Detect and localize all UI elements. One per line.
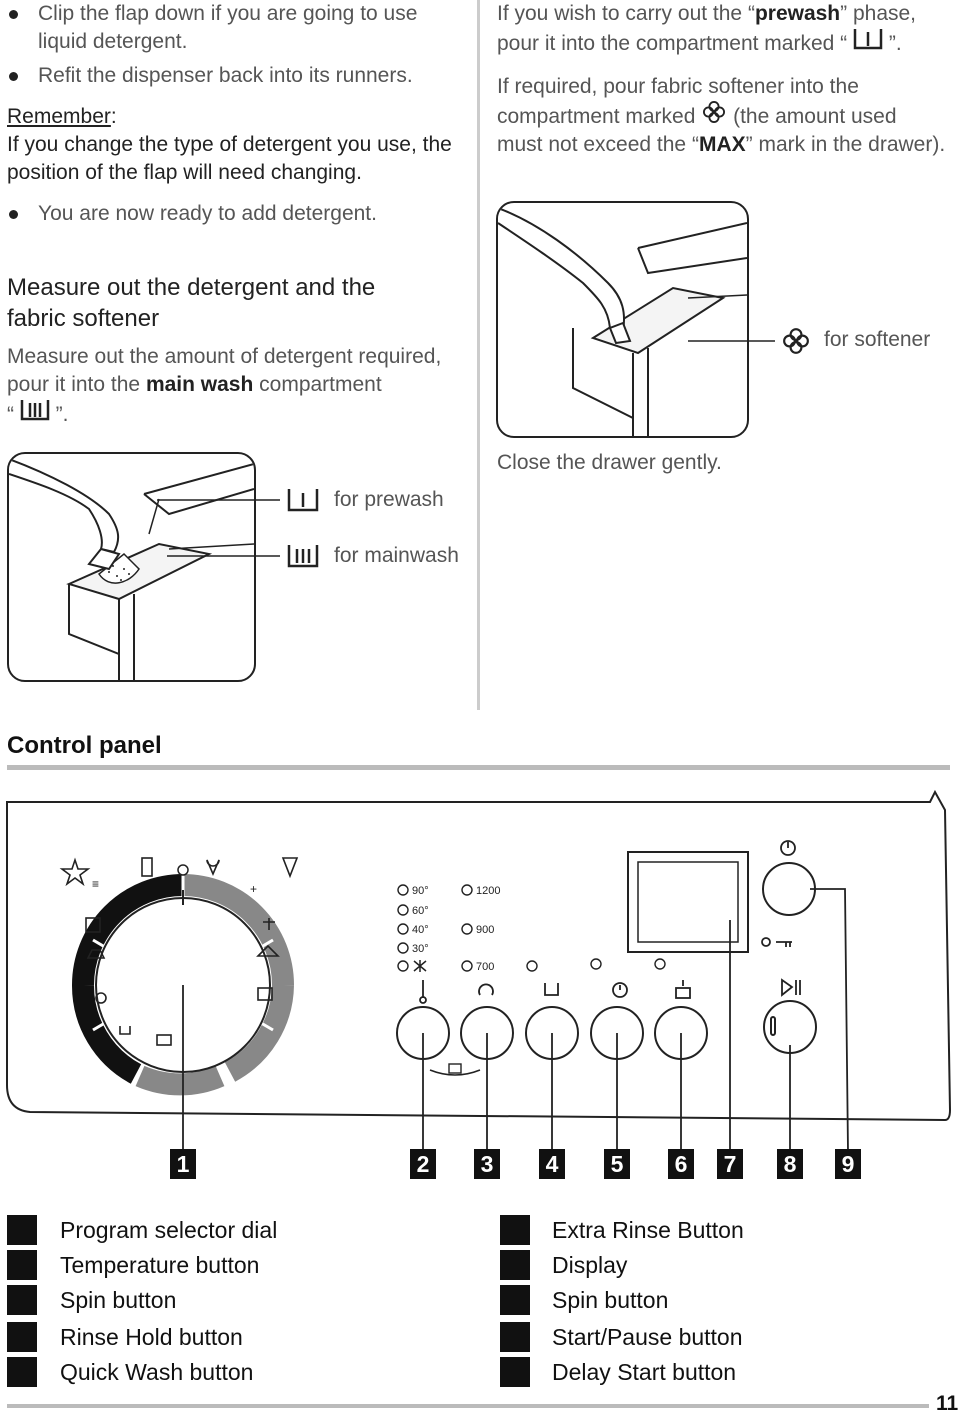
legend-marker (7, 1215, 37, 1245)
para-text: Measure out the amount of detergent requ… (7, 345, 442, 396)
prewash-inline-icon (853, 29, 883, 50)
legend-item: Temperature button (60, 1252, 260, 1278)
svg-text:+: + (250, 882, 257, 896)
detergent-drawer-illustration (7, 452, 256, 682)
left-callout-lines (157, 499, 280, 557)
legend-item: Display (552, 1252, 628, 1278)
temp-label: 90° (412, 885, 429, 897)
softener-drawer-illustration (496, 201, 749, 438)
temp-label: 40° (412, 924, 429, 936)
spin-label: 900 (476, 924, 494, 936)
legend-marker (500, 1250, 530, 1280)
para-text: mark in the drawer). (758, 133, 946, 156)
para-text: phase, pour it into the compartment mark… (497, 2, 917, 55)
section-heading: Measure out the detergent and the fabric… (7, 274, 376, 332)
legend-item: Extra Rinse Button (552, 1217, 744, 1243)
control-panel-title: Control panel (7, 732, 162, 759)
legend-marker (500, 1322, 530, 1352)
main-wash-bold: main wash (145, 373, 254, 396)
callout-number: 4 (539, 1149, 565, 1179)
bullet-ready: You are now ready to add detergent. (9, 200, 458, 228)
bullet-refit: Refit the dispenser back into its runner… (9, 62, 458, 90)
callout-number: 8 (777, 1149, 803, 1179)
legend-marker (7, 1285, 37, 1315)
legend-marker (500, 1285, 530, 1315)
callout-number: 7 (717, 1149, 743, 1179)
temperature-labels: 90° 60° 40° 30° 1200 900 700 (412, 885, 500, 973)
bullet-clip-flap: Clip the flap down if you are going to u… (9, 0, 458, 56)
footer-rule (7, 1404, 929, 1408)
svg-text:≡: ≡ (92, 877, 99, 891)
label-softener: for softener (824, 328, 931, 351)
program-dial-ring (71, 874, 294, 1096)
legend-item: Spin button (552, 1287, 669, 1313)
column-divider (477, 0, 480, 710)
legend-item: Rinse Hold button (60, 1324, 243, 1350)
callout-number: 9 (835, 1149, 861, 1179)
legend-marker (7, 1322, 37, 1352)
legend-item: Quick Wash button (60, 1359, 254, 1385)
prewash-paragraph: If you wish to carry out the “prewash” p… (497, 2, 917, 55)
softener-paragraph: If required, pour fabric softener into t… (497, 75, 946, 156)
callout-number: 6 (668, 1149, 694, 1179)
mainwash-symbol-icon (287, 545, 319, 568)
para-end: . (895, 32, 902, 55)
temp-label: 60° (412, 905, 429, 917)
right-callout-lines (688, 340, 775, 342)
spin-label: 1200 (476, 885, 500, 897)
para-text: (the amount used must not exceed the (497, 105, 897, 156)
flower-inline-icon (703, 101, 726, 123)
label-mainwash: for mainwash (334, 544, 459, 567)
remember-colon: : (110, 105, 117, 128)
callout-number: 1 (170, 1149, 196, 1179)
legend-item: Delay Start button (552, 1359, 737, 1385)
para-text: If required, pour fabric softener into t… (497, 75, 859, 128)
title-rule (7, 765, 950, 770)
prewash-bold: prewash (754, 2, 841, 25)
legend-marker (500, 1357, 530, 1387)
drawer-softener-drawing (498, 207, 747, 436)
remember-note: Remember: If you change the type of dete… (7, 103, 467, 187)
bullet-text: Refit the dispenser back into its runner… (38, 64, 413, 87)
para-text: compartment (259, 373, 382, 396)
legend-marker (500, 1215, 530, 1245)
close-drawer-text: Close the drawer gently. (497, 451, 722, 474)
temp-label: 30° (412, 943, 429, 955)
drawer-pour-drawing (9, 458, 254, 680)
legend-item: Program selector dial (60, 1217, 278, 1243)
legend-marker (7, 1357, 37, 1387)
remember-text: If you change the type of detergent you … (7, 133, 452, 184)
callout-number: 2 (410, 1149, 436, 1179)
max-bold: MAX (698, 133, 746, 156)
mainwash-symbol-icon (20, 400, 50, 421)
para-text: If you wish to carry out the (497, 2, 743, 25)
prewash-symbol-icon (287, 489, 319, 512)
legend-marker (7, 1250, 37, 1280)
control-panel-diagram: + ≡ 90° 60° 40° 30° 1200 900 700 (6, 789, 952, 1153)
callout-number: 5 (604, 1149, 630, 1179)
measure-paragraph: Measure out the amount of detergent requ… (7, 345, 442, 426)
spin-label: 700 (476, 961, 494, 973)
page-number: 11 (936, 1392, 959, 1415)
flower-softener-icon (783, 328, 809, 354)
legend-item: Spin button (60, 1287, 177, 1313)
bullet-text: You are now ready to add detergent. (38, 202, 377, 225)
label-prewash: for prewash (334, 488, 444, 511)
callout-number: 3 (474, 1149, 500, 1179)
legend-item: Start/Pause button (552, 1324, 743, 1350)
para-end: . (62, 403, 69, 426)
bullet-text: Clip the flap down if you are going to u… (38, 2, 418, 53)
remember-label: Remember (7, 105, 111, 128)
